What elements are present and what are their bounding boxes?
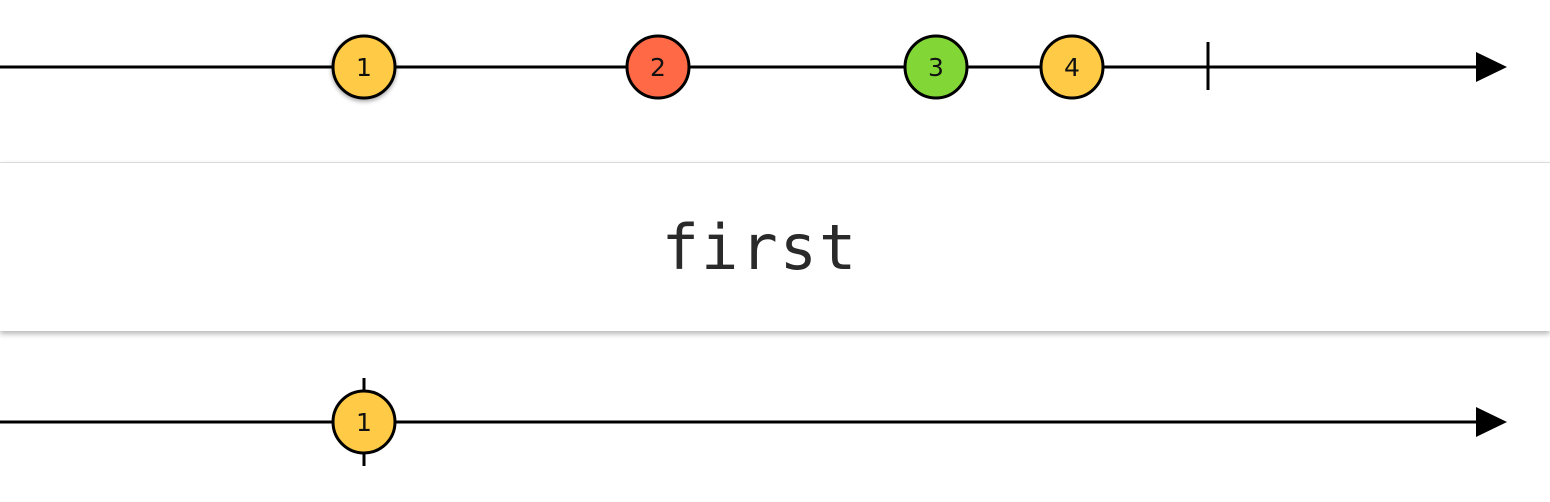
output-marble-circle xyxy=(331,389,397,455)
operator-label: first xyxy=(661,210,859,284)
output-marble-label: 1 xyxy=(356,408,372,437)
input-marble: 3 xyxy=(903,34,969,100)
input-marble: 1 xyxy=(331,34,397,100)
output-timeline-arrow-icon xyxy=(1476,407,1507,437)
input-marble-label: 4 xyxy=(1064,53,1080,82)
operator-box: first xyxy=(0,162,1550,331)
input-marble-circle xyxy=(1039,34,1105,100)
input-marble-circle xyxy=(331,34,397,100)
input-marble-label: 2 xyxy=(650,53,666,82)
output-marble: 1 xyxy=(331,389,397,455)
output-timeline: 1 xyxy=(0,378,1507,466)
input-marble: 2 xyxy=(625,34,691,100)
input-marble: 4 xyxy=(1039,34,1105,100)
input-marble-label: 1 xyxy=(356,53,372,82)
input-marble-circle xyxy=(625,34,691,100)
input-marble-circle xyxy=(903,34,969,100)
input-timeline: 1 2 3 4 xyxy=(0,34,1507,100)
input-timeline-arrow-icon xyxy=(1476,52,1507,82)
input-marble-label: 3 xyxy=(928,53,944,82)
